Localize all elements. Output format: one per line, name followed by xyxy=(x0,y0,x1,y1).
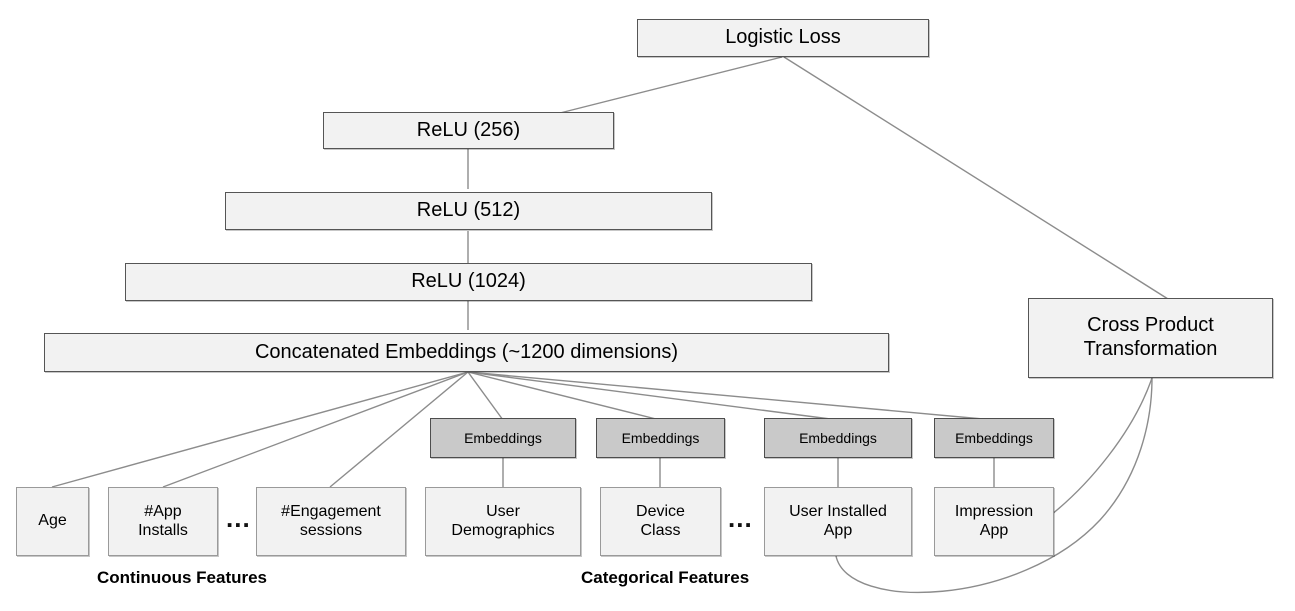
node-embeddings-1-label: Embeddings xyxy=(464,429,542,446)
node-feature-engagement-sessions-label: #Engagement sessions xyxy=(281,502,381,539)
ellipsis-categorical-label: ... xyxy=(728,503,753,533)
edge-concat-to-embeddings-2 xyxy=(467,371,661,421)
edge-concat-to-embeddings-4 xyxy=(467,371,995,421)
edge-concat-to-age xyxy=(51,371,469,488)
node-relu-256-label: ReLU (256) xyxy=(416,118,521,141)
node-feature-age-label: Age xyxy=(38,512,67,530)
ellipsis-categorical: ... xyxy=(728,505,753,531)
edge-concat-to-embeddings-1 xyxy=(467,371,504,421)
node-logistic-loss-label: Logistic Loss xyxy=(725,26,841,49)
group-label-continuous-features-text: Continuous Features xyxy=(97,568,268,587)
node-relu-256[interactable]: ReLU (256) xyxy=(323,112,614,149)
group-label-continuous-features: Continuous Features xyxy=(97,568,267,588)
node-feature-user-demographics[interactable]: User Demographics xyxy=(425,487,581,556)
node-feature-user-installed-app-label: User Installed App xyxy=(789,502,887,539)
node-feature-device-class[interactable]: Device Class xyxy=(600,487,721,556)
node-concatenated-embeddings-label: Concatenated Embeddings (~1200 dimension… xyxy=(254,340,679,363)
node-embeddings-user-demographics[interactable]: Embeddings xyxy=(430,418,576,458)
node-feature-engagement-sessions[interactable]: #Engagement sessions xyxy=(256,487,406,556)
node-feature-user-demographics-label: User Demographics xyxy=(451,502,555,539)
node-relu-1024-label: ReLU (1024) xyxy=(411,270,526,293)
edge-concat-to-embeddings-3 xyxy=(467,371,839,421)
node-feature-device-class-label: Device Class xyxy=(636,502,685,539)
node-feature-app-installs[interactable]: #App Installs xyxy=(108,487,218,556)
node-feature-user-installed-app[interactable]: User Installed App xyxy=(764,487,912,556)
edge-impression-app-to-crossproduct xyxy=(1041,377,1153,523)
node-embeddings-4-label: Embeddings xyxy=(955,429,1033,446)
node-embeddings-user-installed-app[interactable]: Embeddings xyxy=(764,418,912,458)
node-logistic-loss[interactable]: Logistic Loss xyxy=(637,19,929,57)
node-relu-1024[interactable]: ReLU (1024) xyxy=(125,263,812,301)
ellipsis-continuous-label: ... xyxy=(226,503,251,533)
edge-concat-to-app-installs xyxy=(162,371,469,488)
node-concatenated-embeddings[interactable]: Concatenated Embeddings (~1200 dimension… xyxy=(44,333,889,372)
node-embeddings-impression-app[interactable]: Embeddings xyxy=(934,418,1054,458)
node-cross-product-transformation[interactable]: Cross Product Transformation xyxy=(1028,298,1273,378)
node-cross-product-transformation-label: Cross Product Transformation xyxy=(1083,314,1218,360)
node-feature-impression-app-label: Impression App xyxy=(954,502,1034,539)
node-relu-512-label: ReLU (512) xyxy=(416,199,521,222)
edge-user-installed-app-to-crossproduct xyxy=(835,377,1153,594)
edge-loss-to-relu256 xyxy=(559,56,783,114)
node-relu-512[interactable]: ReLU (512) xyxy=(225,192,712,230)
node-embeddings-3-label: Embeddings xyxy=(799,429,877,446)
group-label-categorical-features-text: Categorical Features xyxy=(581,568,750,587)
node-feature-app-installs-label: #App Installs xyxy=(138,502,188,539)
edge-loss-to-crossproduct xyxy=(783,56,1169,300)
node-feature-impression-app[interactable]: Impression App xyxy=(934,487,1054,556)
group-label-categorical-features: Categorical Features xyxy=(581,568,749,588)
node-embeddings-device-class[interactable]: Embeddings xyxy=(596,418,725,458)
ellipsis-continuous: ... xyxy=(226,505,251,531)
node-embeddings-2-label: Embeddings xyxy=(621,429,700,446)
node-feature-age[interactable]: Age xyxy=(16,487,89,556)
